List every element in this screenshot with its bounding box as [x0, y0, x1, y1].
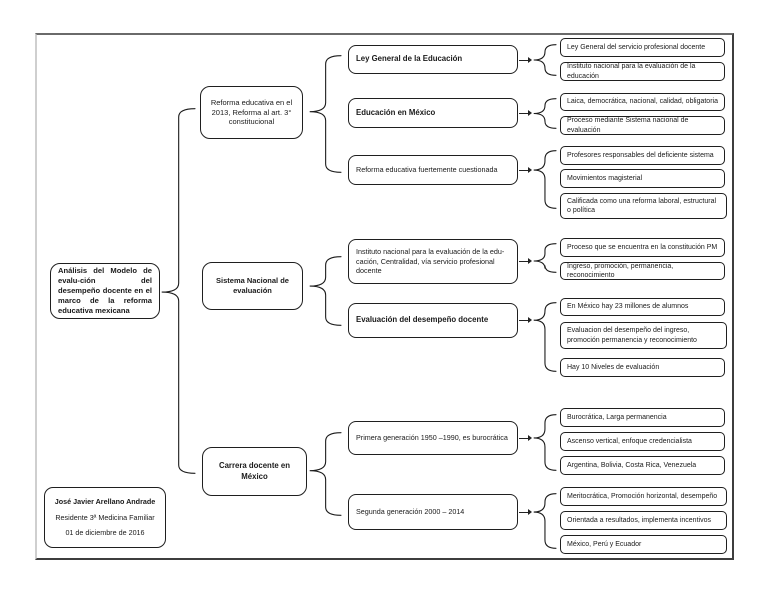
leaf-node: Ley General del servicio profesional doc…: [560, 38, 725, 57]
subnode-educacion-en-mexico: Educación en México: [348, 98, 518, 128]
leaf-node: Instituto nacional para la evaluación de…: [560, 62, 725, 81]
branch-node-reforma-2013: Reforma educativa en el 2013, Reforma al…: [200, 86, 303, 139]
brace-connector: [309, 55, 342, 173]
leaf-node: Profesores responsables del deficiente s…: [560, 146, 725, 165]
arrow-head-icon: [528, 57, 532, 63]
leaf-node: Meritocrática, Promoción horizontal, des…: [560, 487, 727, 506]
brace-connector: [309, 256, 342, 326]
arrow-connector: [519, 170, 529, 171]
brace-connector: [533, 493, 557, 549]
subnode-evaluacion-desempeno: Evaluación del desempeño docente: [348, 303, 518, 338]
leaf-node: En México hay 23 millones de alumnos: [560, 298, 725, 316]
arrow-connector: [519, 113, 529, 114]
brace-connector: [533, 98, 557, 129]
brace-connector: [533, 414, 557, 471]
leaf-node: Argentina, Bolivia, Costa Rica, Venezuel…: [560, 456, 725, 475]
leaf-node: Ascenso vertical, enfoque credencialista: [560, 432, 725, 451]
author-role: Residente 3ª Medicina Familiar: [55, 512, 155, 522]
author-date: 01 de diciembre de 2016: [65, 528, 145, 538]
brace-connector: [533, 150, 557, 209]
author-name: José Javier Arellano Andrade: [54, 497, 156, 507]
branch-node-carrera-docente: Carrera docente en México: [202, 447, 307, 496]
subnode-instituto-nacional: Instituto nacional para la evaluación de…: [348, 239, 518, 284]
leaf-node: Orientada a resultados, implementa incen…: [560, 511, 727, 530]
author-box: José Javier Arellano Andrade Residente 3…: [44, 487, 166, 548]
brace-connector: [533, 302, 557, 372]
arrow-connector: [519, 438, 529, 439]
leaf-node: Hay 10 Niveles de evaluación: [560, 358, 725, 377]
arrow-connector: [519, 512, 529, 513]
leaf-node: Proceso mediante Sistema nacional de eva…: [560, 116, 725, 135]
arrow-head-icon: [528, 167, 532, 173]
leaf-node: México, Perú y Ecuador: [560, 535, 727, 554]
subnode-primera-generacion: Primera generación 1950 –1990, es burocr…: [348, 421, 518, 455]
leaf-node: Laica, democrática, nacional, calidad, o…: [560, 93, 725, 111]
subnode-reforma-cuestionada: Reforma educativa fuertemente cuestionad…: [348, 155, 518, 185]
brace-connector: [161, 108, 196, 474]
brace-connector: [309, 432, 342, 516]
brace-connector: [533, 243, 557, 273]
arrow-head-icon: [528, 435, 532, 441]
arrow-head-icon: [528, 110, 532, 116]
subnode-ley-general-educacion: Ley General de la Educación: [348, 45, 518, 74]
leaf-node: Burocrática, Larga permanencia: [560, 408, 725, 427]
arrow-connector: [519, 320, 529, 321]
arrow-head-icon: [528, 258, 532, 264]
arrow-connector: [519, 60, 529, 61]
arrow-head-icon: [528, 317, 532, 323]
leaf-node: Proceso que se encuentra en la constituc…: [560, 238, 725, 257]
arrow-head-icon: [528, 509, 532, 515]
subnode-segunda-generacion: Segunda generación 2000 – 2014: [348, 494, 518, 530]
leaf-node: Movimientos magisterial: [560, 169, 725, 188]
leaf-node: Evaluacion del desempeño del ingreso, pr…: [560, 322, 727, 349]
leaf-node: Ingreso, promoción, permanencia, reconoc…: [560, 262, 725, 280]
branch-node-sistema-nacional: Sistema Nacional de evaluación: [202, 262, 303, 310]
leaf-node: Calificada como una reforma laboral, est…: [560, 193, 727, 219]
root-node: Análisis del Modelo de evalu-ción del de…: [50, 263, 160, 319]
brace-connector: [533, 44, 557, 76]
arrow-connector: [519, 261, 529, 262]
